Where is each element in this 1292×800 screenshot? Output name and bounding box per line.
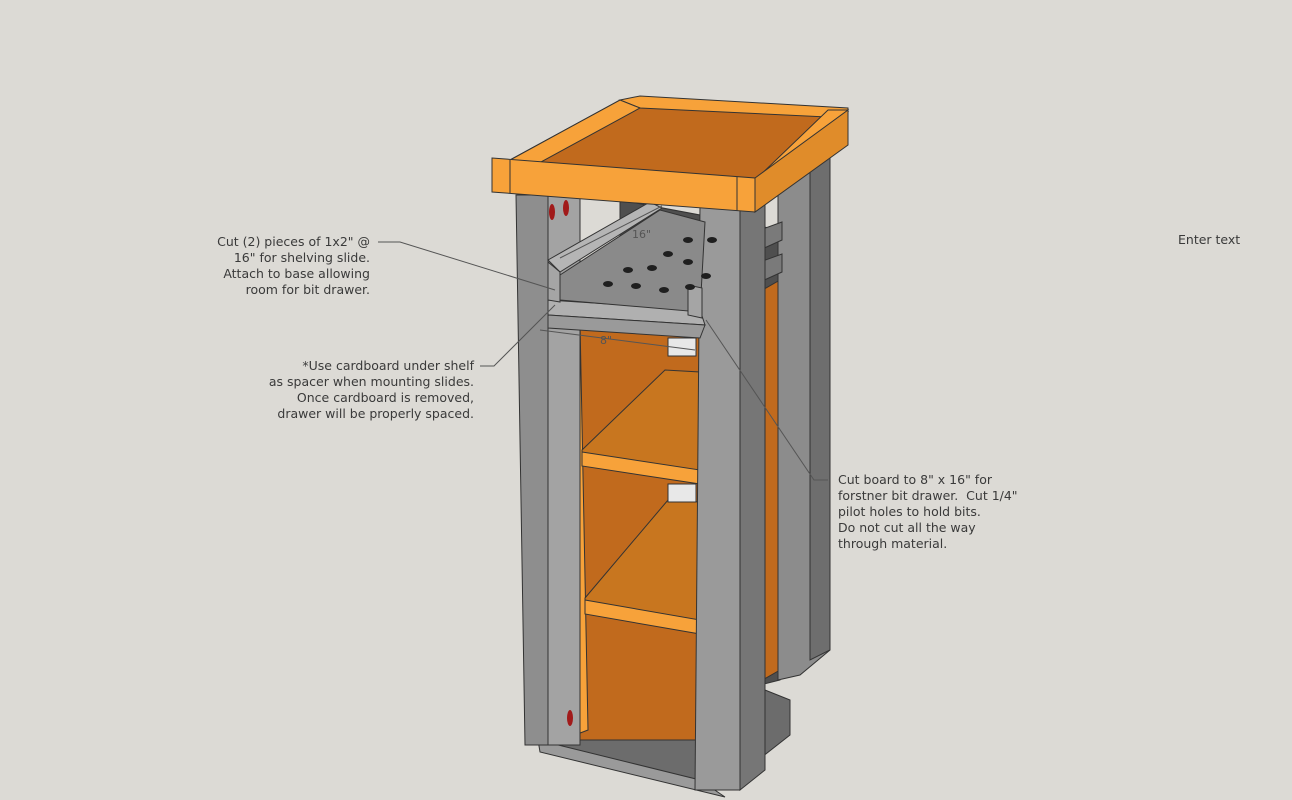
slide-rail-right xyxy=(687,284,703,319)
pilot-hole xyxy=(631,283,641,289)
top-tray-right-end xyxy=(754,109,849,213)
dimension-8-label: 8" xyxy=(600,334,613,347)
pilot-hole xyxy=(683,259,693,265)
enter-text-placeholder[interactable]: Enter text xyxy=(1178,232,1241,247)
pilot-hole xyxy=(659,287,669,293)
pilot-holes xyxy=(603,237,717,293)
pilot-hole xyxy=(623,267,633,273)
cardboard-note: *Use cardboard under shelf as spacer whe… xyxy=(268,358,474,421)
drawer-note: Cut board to 8" x 16" for forstner bit d… xyxy=(838,472,1018,551)
leader-slide xyxy=(378,241,556,291)
slide-note: Cut (2) pieces of 1x2" @ 16" for shelvin… xyxy=(217,234,370,297)
rear-right-post-side xyxy=(809,154,831,661)
dimension-16-label: 16" xyxy=(632,228,652,241)
pilot-hole xyxy=(663,251,673,257)
leader-lines xyxy=(378,205,828,481)
dim-line-16 xyxy=(559,205,663,259)
base-front-edge xyxy=(537,739,726,798)
pilot-hole xyxy=(647,265,657,271)
pilot-hole xyxy=(685,284,695,290)
pilot-hole xyxy=(701,273,711,279)
dim-line-8 xyxy=(539,329,696,351)
leader-drawer xyxy=(705,319,828,481)
pocket-hole-1 xyxy=(549,204,555,220)
front-right-post-side xyxy=(739,194,766,792)
slide-rail-left xyxy=(547,201,664,273)
front-left-post xyxy=(515,194,549,746)
pilot-hole xyxy=(707,237,717,243)
pilot-hole xyxy=(683,237,693,243)
drawer-base-front xyxy=(547,314,706,339)
shelf-notch-2 xyxy=(667,483,697,503)
pocket-hole-3 xyxy=(567,710,573,726)
leader-cardboard xyxy=(480,304,556,367)
pocket-hole-2 xyxy=(563,200,569,216)
pilot-hole xyxy=(603,281,613,287)
